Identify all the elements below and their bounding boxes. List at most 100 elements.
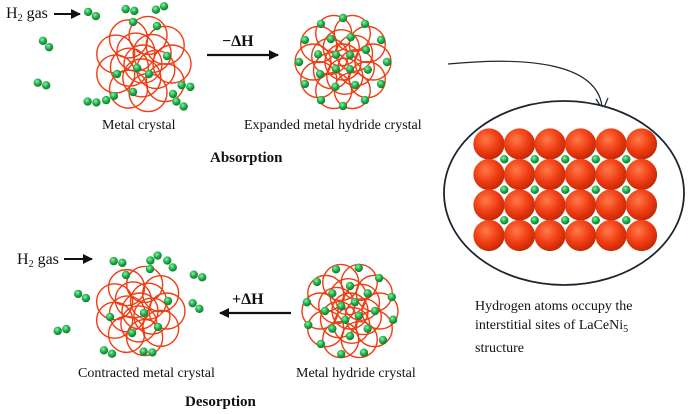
metal-atom (473, 158, 505, 191)
h2-molecule (99, 346, 117, 358)
hydrogen-atom (354, 263, 363, 273)
metal-atom (534, 189, 566, 221)
hydrogen-atom (186, 82, 195, 92)
hydrogen-atom (177, 80, 186, 90)
hydrogen-atom (172, 97, 181, 106)
h2-molecule (38, 36, 54, 52)
hydrogen-atom (146, 256, 155, 265)
hydrogen-atom (360, 95, 370, 105)
hydrogen-atom (370, 306, 380, 316)
hydrogen-atom (337, 349, 346, 359)
hydrogen-atom (328, 324, 337, 333)
hydrogen-atom (591, 216, 600, 225)
hydrogen-atom (300, 35, 310, 45)
h2-molecule (163, 256, 177, 272)
metal-atom (473, 219, 505, 252)
hydrogen-atom (363, 289, 372, 298)
lattice-atoms (473, 128, 658, 252)
hydrogen-atom (44, 42, 54, 52)
hydrogen-atom (294, 57, 304, 67)
hydrogen-atom (162, 51, 172, 61)
hydrogen-atom (315, 69, 325, 79)
hydrogen-atom (591, 155, 600, 164)
hydrogen-atom (337, 302, 346, 311)
metal-atom (503, 189, 536, 221)
hydrogen-atom (350, 298, 359, 307)
hydrogen-atom (81, 293, 91, 303)
hydrogen-atom (361, 45, 371, 55)
hydrogen-atom (363, 324, 372, 333)
metal-atom (473, 189, 505, 221)
hydrogen-atom (345, 50, 355, 60)
hydrogen-atom (151, 5, 161, 14)
hydrogen-atom (139, 347, 148, 356)
hydrogen-atom (53, 326, 62, 336)
hydrogen-atom (374, 273, 384, 283)
metal-atom-outline (342, 283, 381, 322)
hydrogen-atom (99, 346, 109, 355)
zoom-curve-arrow (447, 60, 603, 107)
h2-molecule (83, 97, 101, 107)
h2-gas-label-desorption: H2 gas (17, 251, 59, 270)
hydrogen-atom (128, 87, 138, 97)
hydrogen-atom (168, 89, 178, 99)
hydrogen-atom (331, 64, 341, 74)
h2-molecule (146, 251, 162, 265)
hydrogen-atom (345, 281, 355, 291)
hydrogen-atom (148, 348, 157, 357)
hydrogen-atom (331, 50, 341, 60)
hydrogen-atom (130, 6, 139, 16)
h2-molecule (121, 4, 139, 16)
metal-atom-outline (123, 44, 163, 84)
hydrogen-atom (530, 185, 539, 194)
metal-atom (595, 189, 627, 221)
hydrogen-atom (530, 155, 539, 164)
hydrogen-atom (346, 32, 355, 42)
hydrogen-atom (112, 69, 122, 79)
hydrogen-atom (316, 19, 326, 29)
metal-atom (564, 158, 597, 191)
hydrogen-atom (83, 7, 93, 17)
hydrogen-atom (622, 185, 631, 194)
lattice-caption: Hydrogen atoms occupy the interstitial s… (475, 299, 633, 356)
hydrogen-atom (109, 91, 119, 101)
hydrogen-atom (561, 216, 570, 225)
hydrogen-atom (144, 69, 154, 79)
hydrogen-atom (345, 64, 355, 74)
hydrogen-atom (132, 63, 142, 73)
metal-atom-outline (120, 305, 158, 343)
hydrogen-atom (328, 289, 337, 298)
metal-atom (595, 158, 627, 191)
hydrogen-atom (376, 79, 386, 89)
metal-atom (534, 219, 566, 252)
hydrogen-atom (302, 298, 312, 307)
hydrogen-atom (62, 324, 71, 334)
expanded-hydride-label: Expanded metal hydride crystal (244, 118, 422, 133)
metal-atom (625, 158, 658, 191)
hydrogen-atom (139, 308, 149, 318)
metal-atom (564, 128, 597, 160)
hydrogen-atom (153, 251, 162, 260)
metal-atom-outline (95, 283, 134, 321)
metal-atom (503, 219, 536, 252)
h2-molecule (151, 2, 169, 14)
metal-crystal-label: Metal crystal (102, 118, 176, 133)
metal-atom (625, 128, 658, 160)
hydrogen-atom (359, 348, 369, 357)
metal-atom-outline (114, 281, 153, 319)
hydrogen-atom (145, 264, 155, 274)
hydrogen-atom (73, 289, 83, 299)
hydrogen-atom (500, 185, 509, 194)
desorption-enthalpy: +ΔH (232, 291, 264, 308)
hydrogen-atom (304, 320, 313, 330)
metal-atom-outline (121, 292, 159, 330)
h2-molecule (189, 270, 207, 282)
hydrogen-atom (320, 306, 330, 316)
metal-atom (625, 189, 658, 221)
hydrogen-atom (118, 258, 127, 268)
hydrogen-atom (338, 101, 348, 111)
metal-atom (564, 219, 597, 252)
contracted-metal-cluster (95, 264, 186, 357)
